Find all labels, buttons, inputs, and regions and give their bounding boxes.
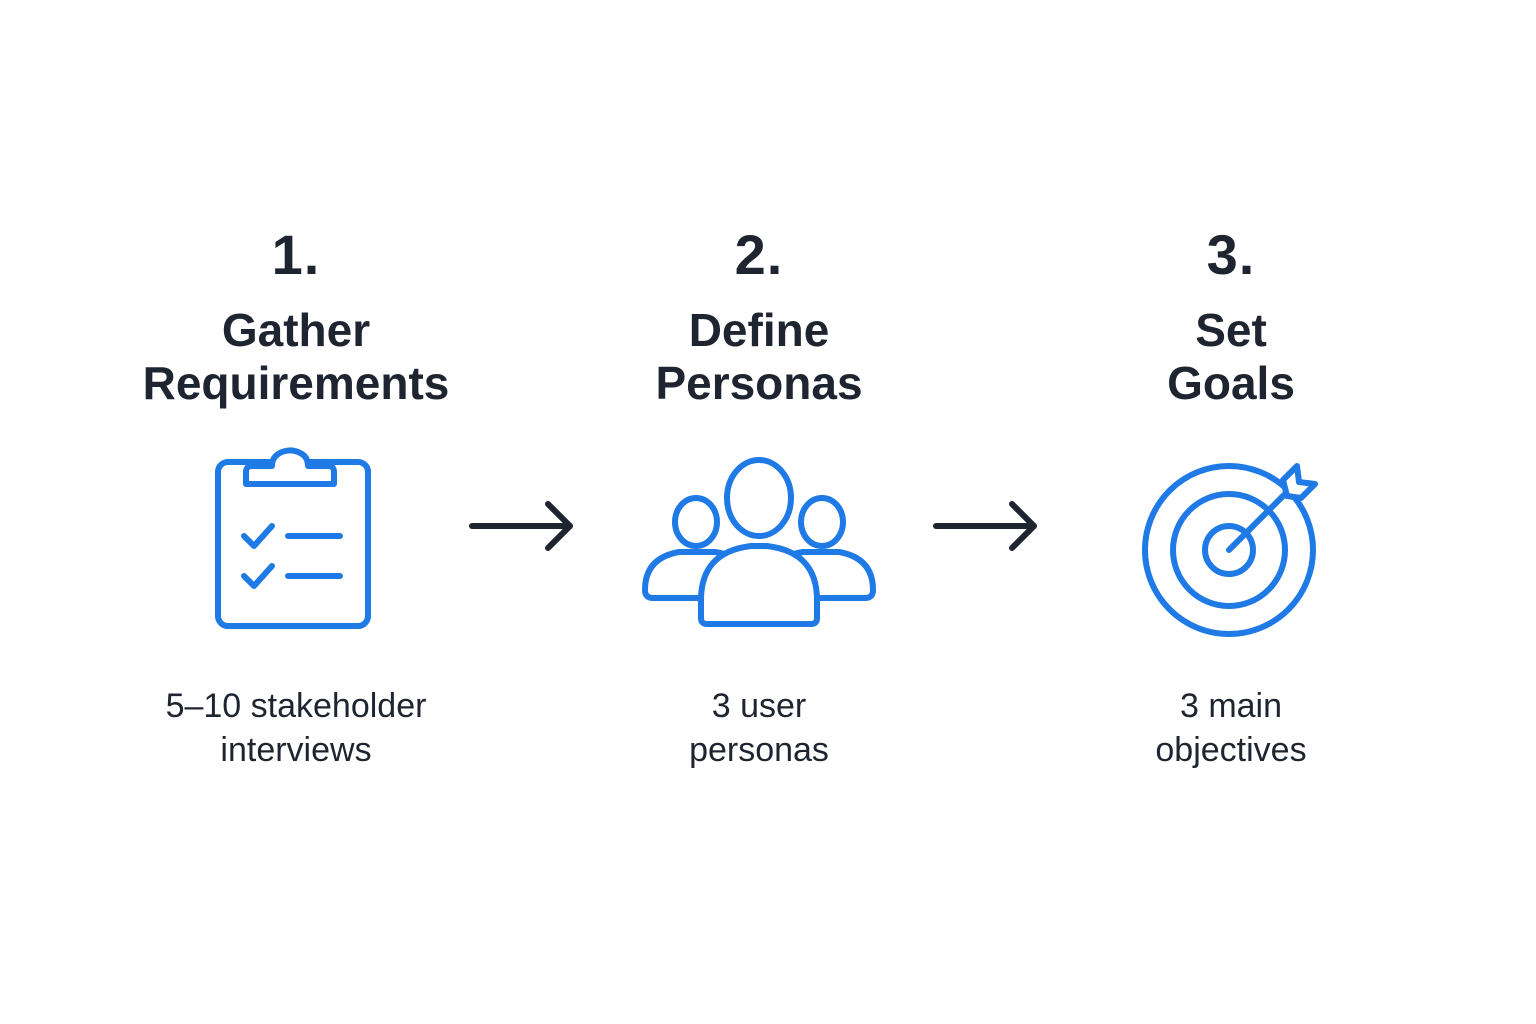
step-number: 1. [271,223,321,286]
right-arrow-icon [468,496,578,556]
step-description: 3 user personas [559,684,959,772]
step-description-line: personas [689,731,829,769]
step-description: 5–10 stakeholder interviews [96,684,496,772]
step-define-personas: 2. Define Personas 3 user personas [559,222,959,772]
step-title: Set Goals [1031,304,1431,410]
right-arrow-icon [932,496,1042,556]
step-title: Gather Requirements [96,304,496,410]
step-title-line: Requirements [142,357,450,409]
step-description-line: objectives [1155,731,1307,769]
step-title-line: Set [1195,304,1267,356]
step-description: 3 main objectives [1031,684,1431,772]
step-title-line: Define [688,304,830,356]
step-title-line: Goals [1167,357,1295,409]
step-description-line: 3 main [1179,687,1283,725]
step-number: 3. [1206,223,1256,286]
step-title: Define Personas [559,304,959,410]
user-group-icon [629,440,889,640]
target-arrow-icon [1101,440,1361,640]
step-gather-requirements: 1. Gather Requirements 5–10 stakeholder … [96,222,496,772]
step-description-line: 5–10 stakeholder [165,687,427,725]
step-set-goals: 3. Set Goals 3 main objectives [1031,222,1431,772]
clipboard-checklist-icon [166,440,426,640]
step-title-line: Personas [655,357,863,409]
step-description-line: interviews [220,731,372,769]
step-description-line: 3 user [711,687,807,725]
step-number: 2. [734,223,784,286]
step-title-line: Gather [221,304,371,356]
